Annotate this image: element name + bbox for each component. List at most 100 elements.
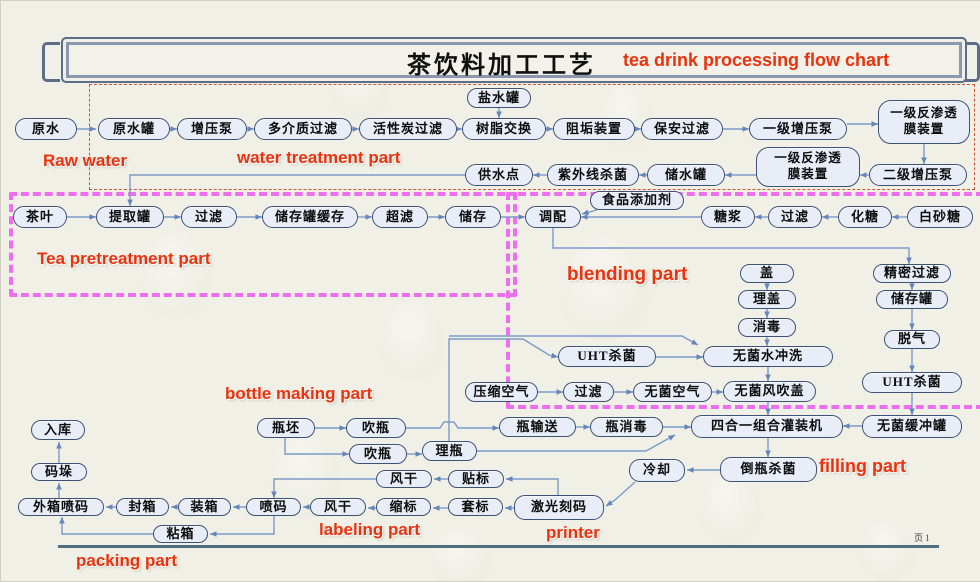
node-box-sealing: 封箱: [116, 498, 169, 516]
node-water-supply-point: 供水点: [465, 164, 533, 186]
title-banner: [61, 37, 967, 83]
arrowhead-laser-coding-to-sleeve-label: [505, 505, 512, 511]
banner-left-cap: [42, 42, 60, 82]
node-resin-exchange: 树脂交换: [462, 118, 546, 140]
edge-water-supply-point-to-extraction-tank: [129, 174, 465, 206]
node-inverted-bottle-sterilization: 倒瓶杀菌: [720, 457, 817, 482]
arrowhead-syrup-to-blending: [581, 214, 588, 220]
node-ro-membrane-b: 一级反渗透 膜装置: [756, 147, 860, 187]
node-storage-tank-buffer: 储存罐缓存: [262, 206, 358, 228]
node-sugar-melting: 化糖: [838, 206, 892, 228]
arrowhead-uv-sterilizer-to-water-supply-point: [533, 172, 540, 178]
arrowhead-bottle-arranging-to-uht-sterilizer-a: [551, 352, 558, 359]
arrowhead-water-storage-tank-to-uv-sterilizer: [639, 172, 646, 178]
node-coding: 喷码: [246, 498, 301, 516]
section-label-packing: packing part: [76, 551, 178, 570]
edge-laser-coding-to-labeling-sticker: [506, 478, 559, 495]
watermark-droplet: [431, 529, 491, 581]
section-label-water-treatment: water treatment part: [237, 148, 401, 167]
section-label-bottle-making: bottle making part: [225, 384, 373, 403]
page-title-english: tea drink processing flow chart: [623, 50, 890, 70]
node-syrup: 糖浆: [701, 206, 755, 228]
arrowhead-sterile-buffer-tank-to-filling-machine: [843, 423, 850, 429]
arrowhead-sugar-melting-to-filter-2: [822, 214, 829, 220]
arrowhead-laser-coding-to-labeling-sticker: [506, 476, 513, 482]
edge-blending-to-precision-filter: [552, 228, 910, 264]
node-blending: 调配: [525, 206, 581, 228]
edge-air-dry-a-to-coding: [273, 478, 376, 498]
watermark-droplet: [141, 233, 211, 319]
edge-bottle-blowing-a-to-bottle-conveying: [406, 421, 499, 429]
page-title: 茶饮料加工工艺: [407, 53, 596, 79]
node-salt-water-tank: 盐水罐: [467, 88, 531, 108]
arrowhead-sleeve-label-to-shrink-label: [433, 505, 440, 511]
watermark-droplet: [561, 237, 649, 341]
node-warehousing: 入库: [31, 420, 85, 440]
node-outer-box-coding: 外箱喷码: [18, 498, 104, 516]
arrowhead-outer-box-coding-to-palletizing: [56, 483, 62, 490]
node-multimedia-filter: 多介质过滤: [254, 118, 352, 140]
section-label-tea-pretreatment: Tea pretreatment part: [37, 249, 211, 268]
node-extraction-tank: 提取罐: [96, 206, 164, 228]
node-raw-water-tank: 原水罐: [98, 118, 170, 140]
edge-bottle-arranging-to-sterile-water-rinse: [449, 335, 699, 346]
section-label-raw-water: Raw water: [43, 151, 128, 170]
watermark-droplet: [381, 301, 445, 381]
node-filter-1: 过滤: [181, 206, 237, 228]
node-stage1-booster-pump: 一级增压泵: [749, 118, 847, 140]
node-uht-sterilizer-a: UHT杀菌: [558, 346, 656, 367]
arrowhead-air-dry-b-to-coding: [303, 504, 310, 510]
node-filter-2: 过滤: [768, 206, 822, 228]
node-bottle-preform: 瓶坯: [257, 418, 315, 438]
section-frame-tea-pretreatment: [9, 192, 517, 297]
node-filling-machine: 四合一组合灌装机: [691, 415, 843, 438]
node-storage: 储存: [445, 206, 501, 228]
node-ro-membrane-a: 一级反渗透 膜装置: [878, 100, 970, 144]
arrowhead-shrink-label-to-air-dry-b: [368, 505, 375, 511]
arrowhead-white-sugar-to-sugar-melting: [892, 214, 899, 220]
node-precision-filter: 精密过滤: [873, 264, 951, 283]
page-number: 页 1: [914, 533, 930, 543]
node-sterile-air: 无菌空气: [633, 382, 712, 402]
arrowhead-boxing-to-box-sealing: [171, 504, 178, 510]
section-label-printer: printer: [546, 523, 600, 542]
node-water-storage-tank: 储水罐: [647, 164, 725, 186]
node-uht-sterilizer-b: UHT杀菌: [862, 372, 962, 393]
arrowhead-bottle-arranging-to-sterile-water-rinse: [690, 339, 698, 345]
watermark-droplet: [861, 521, 915, 581]
node-tea-leaves: 茶叶: [13, 206, 67, 228]
edge-food-additive-to-blending: [581, 209, 598, 215]
node-box-gluing: 粘箱: [153, 525, 208, 543]
node-laser-coding: 激光刻码: [514, 495, 604, 520]
node-air-dry-b: 风干: [310, 498, 366, 516]
arrowhead-cooling-to-laser-coding: [606, 500, 613, 506]
arrowhead-food-additive-to-blending: [582, 209, 590, 216]
section-label-blending: blending part: [567, 264, 688, 285]
node-sterile-air-cap-blow: 无菌风吹盖: [723, 381, 816, 402]
node-white-sugar: 白砂糖: [907, 206, 973, 228]
arrowhead-box-gluing-to-outer-box-coding: [59, 517, 65, 524]
arrowhead-bottle-arranging-to-filling-machine: [667, 435, 675, 441]
node-sleeve-label: 套标: [448, 498, 503, 516]
node-cap-arranging: 理盖: [738, 290, 796, 309]
node-ultrafiltration: 超滤: [372, 206, 428, 228]
node-sterile-water-rinse: 无菌水冲洗: [703, 346, 833, 367]
node-activated-carbon-filter: 活性炭过滤: [359, 118, 457, 140]
node-security-filter: 保安过滤: [641, 118, 723, 140]
arrowhead-box-sealing-to-outer-box-coding: [106, 504, 113, 510]
arrowhead-inverted-bottle-sterilization-to-cooling: [687, 467, 694, 473]
node-bottle-blowing-a: 吹瓶: [346, 418, 406, 438]
node-bottle-blowing-b: 吹瓶: [349, 444, 407, 464]
node-sterile-buffer-tank: 无菌缓冲罐: [862, 415, 962, 438]
node-stage2-booster-pump: 二级增压泵: [869, 164, 967, 186]
node-storage-tank-2: 储存罐: [876, 290, 948, 309]
node-bottle-conveying: 瓶输送: [499, 417, 576, 437]
node-bottle-arranging: 理瓶: [422, 441, 477, 461]
node-air-dry-a: 风干: [376, 470, 432, 488]
arrowhead-filter-2-to-syrup: [755, 214, 762, 220]
node-degassing: 脱气: [884, 330, 940, 349]
node-labeling-sticker: 贴标: [448, 470, 504, 488]
watermark-droplet: [701, 471, 761, 545]
node-bottle-disinfection: 瓶消毒: [590, 417, 663, 437]
